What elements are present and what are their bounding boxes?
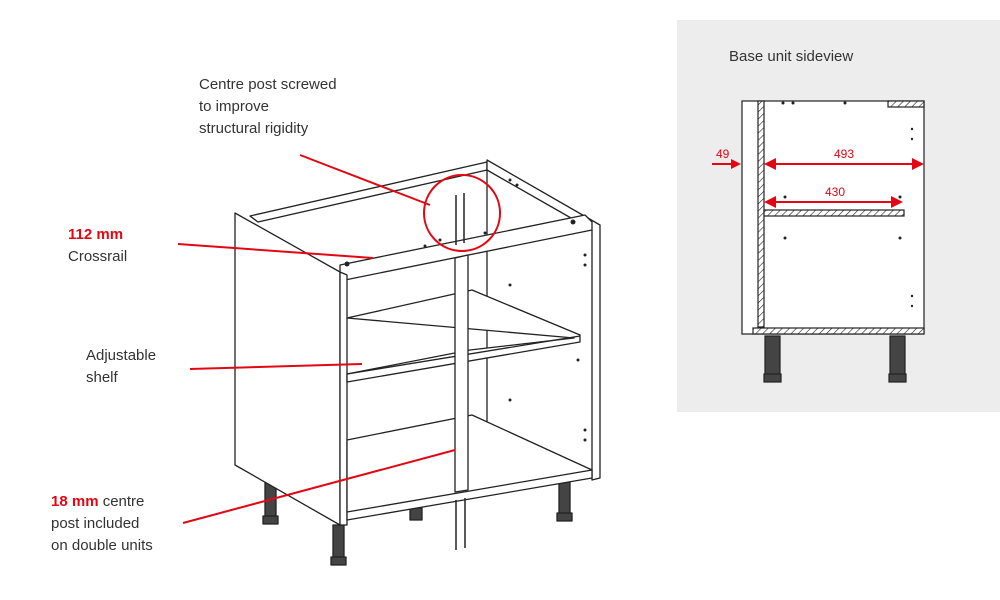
- cabinet-3d: [234, 159, 601, 566]
- label-centre-post-screwed: Centre post screwed to improve structura…: [199, 74, 337, 140]
- sideview-title: Base unit sideview: [729, 48, 854, 65]
- left-front-edge: [339, 271, 348, 526]
- crossrail-size: 112 mm: [68, 226, 124, 243]
- back-rail: [249, 161, 488, 223]
- crossrail-name: Crossrail: [68, 248, 128, 265]
- label-adjustable-shelf: Adjustable shelf: [86, 345, 156, 389]
- callout-centre-post-screwed: [299, 154, 431, 206]
- centre-post-size: 18 mm: [51, 493, 99, 510]
- screws: [455, 193, 466, 550]
- callout-lines: [177, 154, 501, 524]
- dim-49: 49: [716, 147, 730, 161]
- holes: [344, 178, 587, 442]
- bottom-panel: [346, 414, 593, 521]
- label-crossrail: 112 mm Crossrail: [68, 224, 127, 268]
- callout-crossrail: [177, 243, 374, 259]
- label-centre-post-size: 18 mm centre post included on double uni…: [51, 491, 153, 557]
- callout-shelf: [189, 363, 363, 370]
- label-line: shelf: [86, 369, 118, 386]
- label-line: on double units: [51, 537, 153, 554]
- dim-493: 493: [834, 147, 854, 161]
- centre-post: [454, 254, 469, 493]
- label-line: Adjustable: [86, 347, 157, 364]
- dimension-arrows: [712, 158, 924, 208]
- label-line: Centre post screwed: [199, 76, 337, 93]
- callout-centre-post: [182, 449, 456, 524]
- callout-circle: [423, 174, 501, 252]
- dim-430: 430: [825, 185, 845, 199]
- label-line: to improve: [199, 98, 270, 115]
- left-side-panel: [234, 212, 341, 526]
- label-line: structural rigidity: [199, 120, 309, 137]
- sideview-drawing: [741, 100, 925, 383]
- label-line: post included: [51, 515, 140, 532]
- label-line: centre: [98, 493, 145, 510]
